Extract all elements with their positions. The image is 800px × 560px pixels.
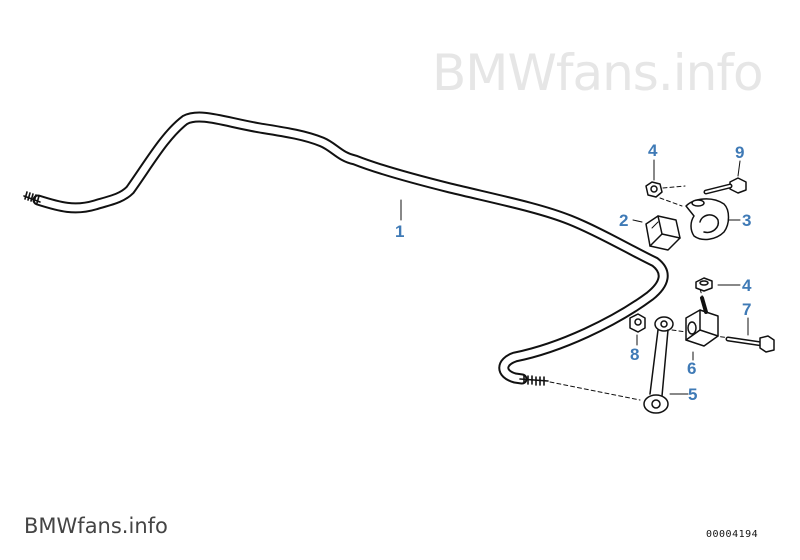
callout-3: 3: [742, 211, 752, 230]
callout-1: 1: [395, 222, 405, 241]
callout-7: 7: [742, 300, 752, 319]
bolt-upper: [703, 177, 747, 195]
brand-logo: BMWfans.info: [24, 514, 168, 538]
bar-thread-right: [519, 374, 549, 386]
callout-4-upper: 4: [648, 141, 658, 160]
callout-8: 8: [630, 345, 640, 364]
callout-4-lower: 4: [742, 276, 752, 295]
nut-lower: [695, 277, 713, 292]
rubber-mount: [645, 215, 681, 251]
nut-link: [629, 313, 646, 333]
brand-prefix: BMW: [24, 514, 78, 538]
drop-link: [643, 316, 674, 414]
callout-9: 9: [735, 143, 745, 162]
bolt-lower: [725, 335, 775, 353]
bar-thread-left: [23, 191, 41, 204]
callout-5: 5: [688, 385, 698, 404]
callout-2: 2: [619, 211, 629, 230]
callout-6: 6: [687, 359, 697, 378]
clamp-block: [685, 296, 719, 347]
watermark-brand: BMWfans.info: [432, 44, 764, 102]
diagram-number: 00004194: [706, 529, 759, 540]
brand-suffix: fans.info: [77, 514, 168, 538]
nut-upper: [645, 181, 663, 198]
leader-lines: [400, 159, 749, 395]
bracket: [685, 198, 730, 241]
